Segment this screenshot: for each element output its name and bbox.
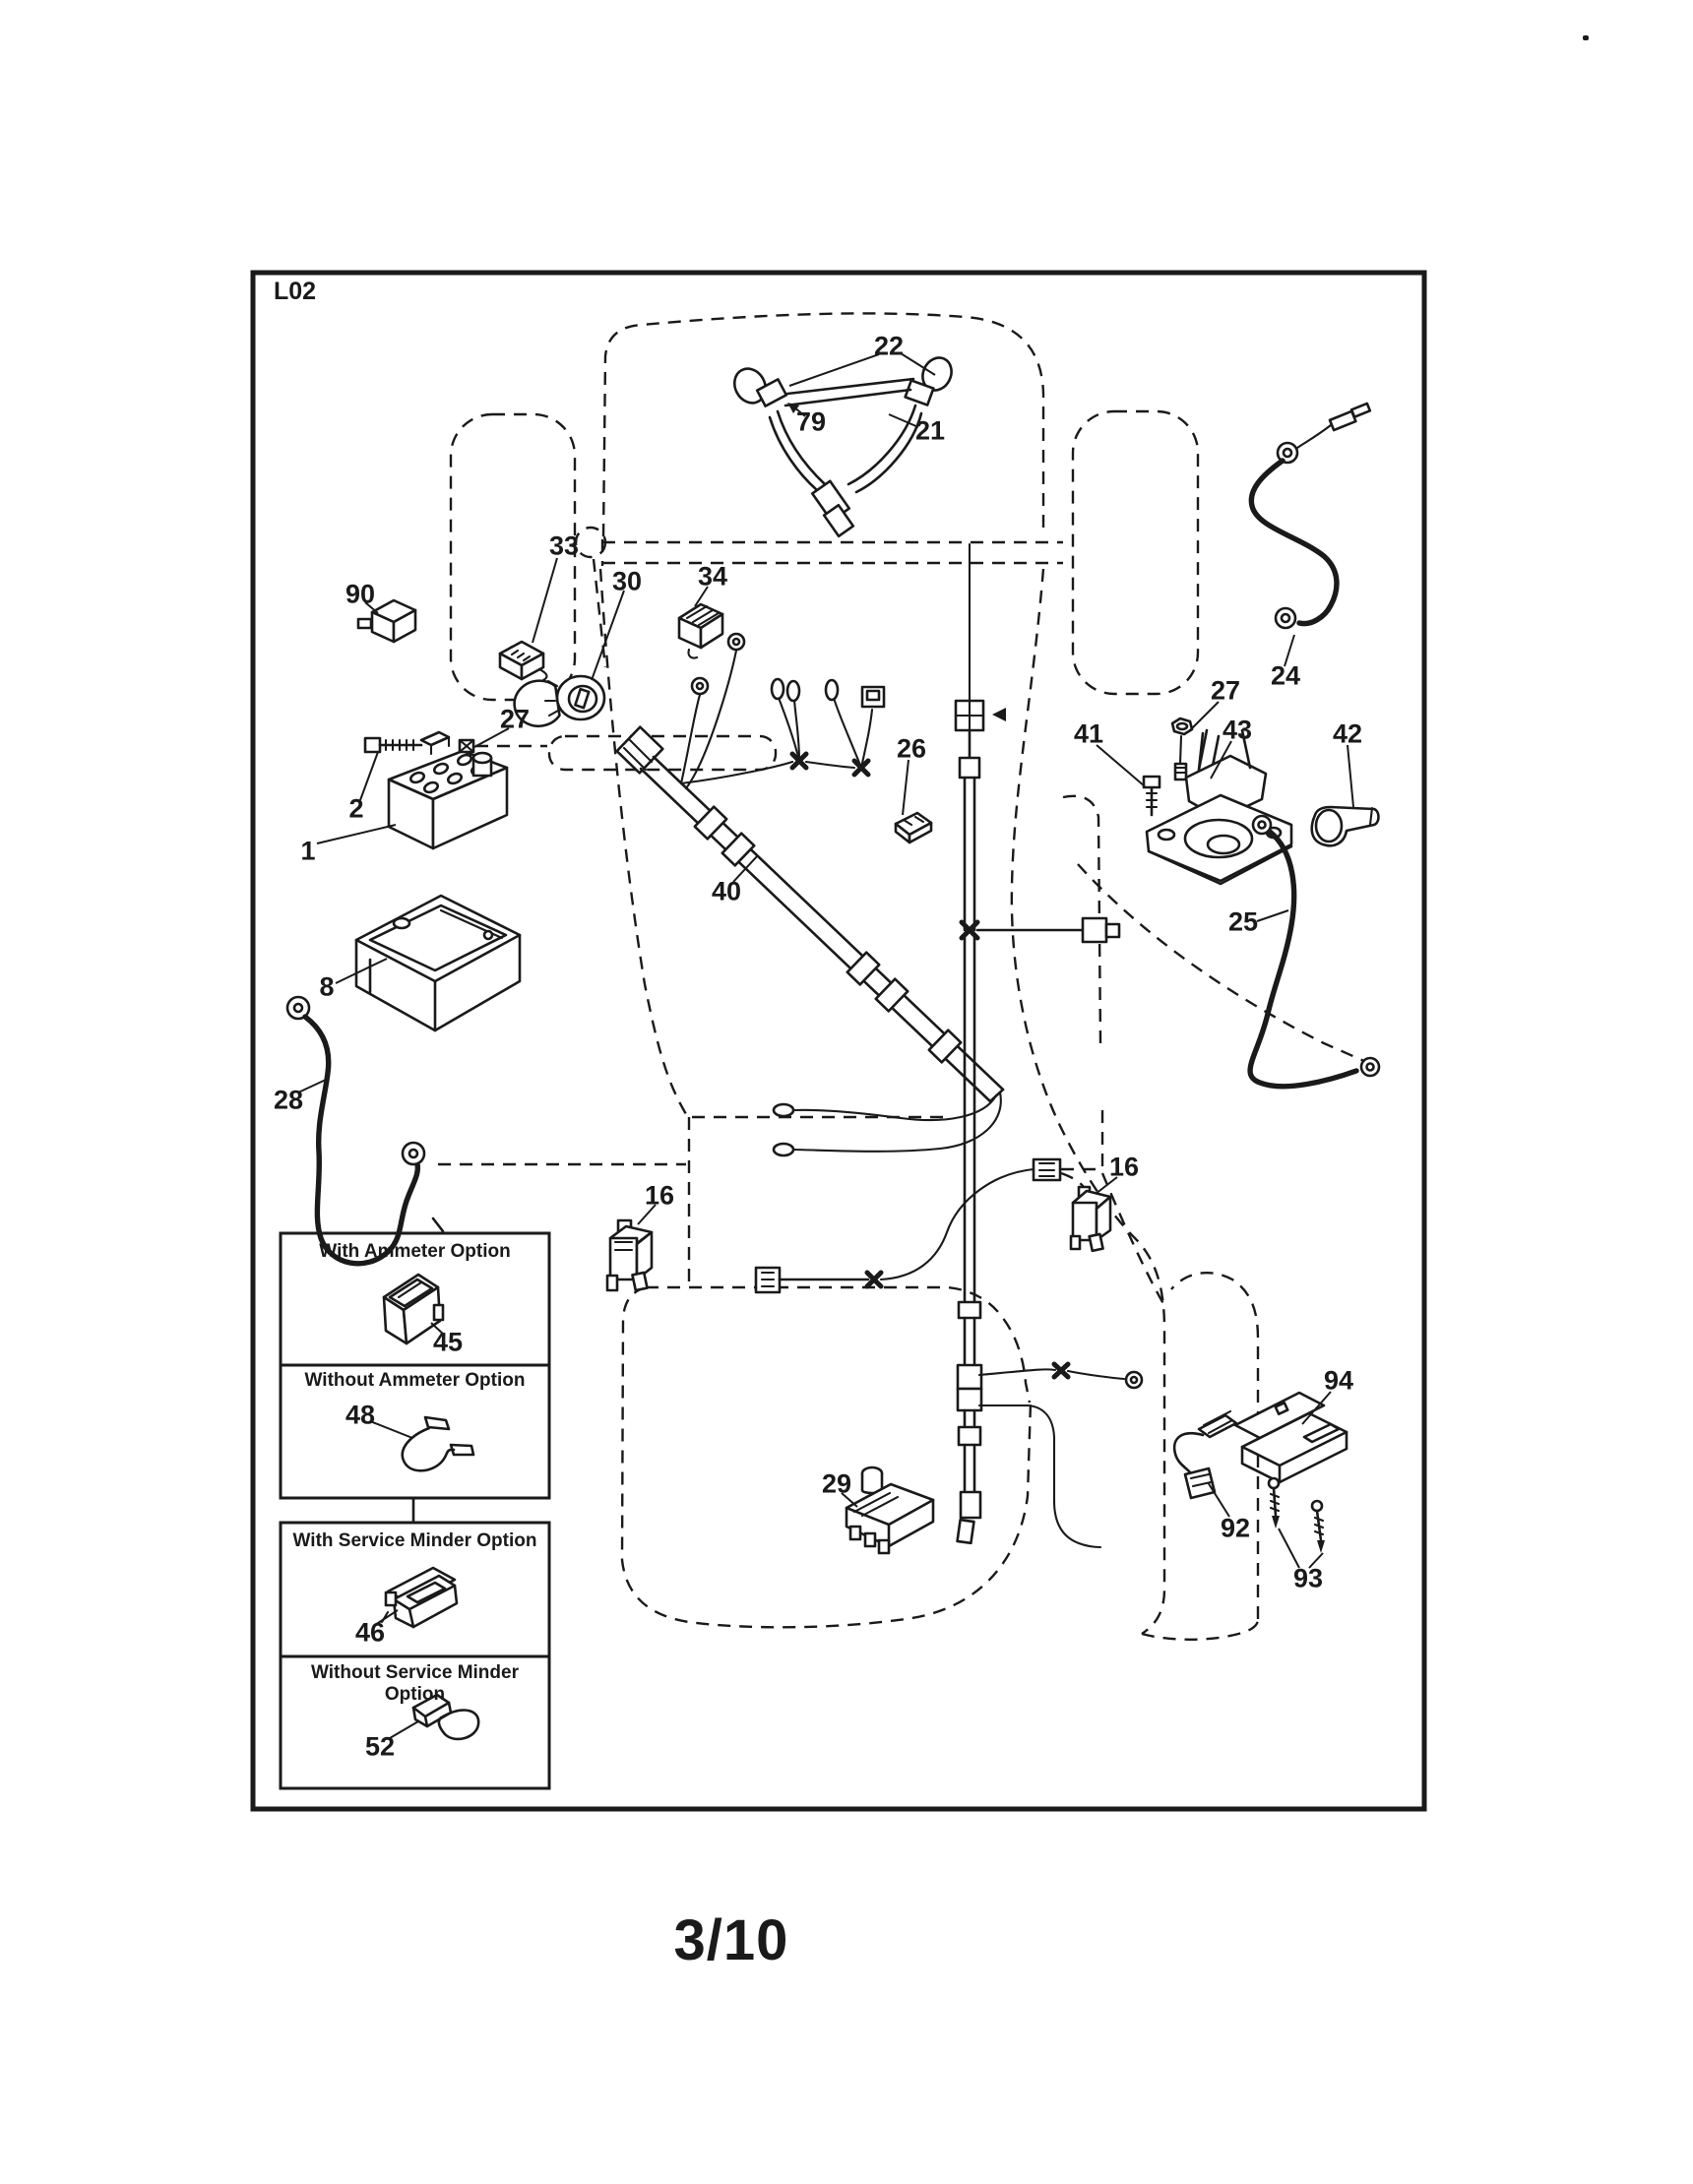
option-box-title-with-ammeter: With Ammeter Option <box>319 1241 511 1262</box>
plug-52-drawing <box>411 1693 480 1741</box>
battery-box-drawing <box>354 894 522 1032</box>
connector-90-drawing <box>356 598 417 644</box>
part-callout-43: 43 <box>1222 715 1253 745</box>
part-callout-34: 34 <box>697 561 728 592</box>
part-callout-16: 16 <box>644 1180 675 1211</box>
option-box-title-without-service-minder: Without Service Minder Option <box>311 1662 519 1705</box>
ground-cable-28-drawing <box>285 995 426 1267</box>
main-harness-40-drawing <box>615 632 1005 1157</box>
part-callout-27: 27 <box>1210 675 1241 706</box>
part-callout-30: 30 <box>611 566 643 596</box>
switch-16-right-drawing <box>754 1157 1112 1294</box>
part-callout-1: 1 <box>300 836 316 866</box>
part-callout-28: 28 <box>273 1085 304 1115</box>
part-callout-24: 24 <box>1270 660 1301 691</box>
battery-drawing <box>363 730 547 850</box>
part-callout-90: 90 <box>345 579 376 609</box>
terminal-boot-42-drawing <box>1310 805 1380 847</box>
part-callout-79: 79 <box>795 406 827 437</box>
flasher-33-drawing <box>498 640 548 682</box>
part-callout-16: 16 <box>1108 1152 1140 1182</box>
option-boxes-frame <box>279 1217 551 1790</box>
part-callout-33: 33 <box>548 530 580 561</box>
part-callout-40: 40 <box>711 876 742 906</box>
solenoid-ground-cable-25-drawing <box>1247 814 1381 1090</box>
part-callout-21: 21 <box>914 415 946 446</box>
hour-meter-kit-drawing <box>1172 1391 1348 1553</box>
figure-code-label: L02 <box>274 278 317 305</box>
center-harness-drawing <box>954 542 1144 1549</box>
ignition-switch-30-drawing <box>513 674 606 728</box>
ammeter-45-drawing <box>382 1273 445 1345</box>
part-callout-42: 42 <box>1332 718 1363 749</box>
part-callout-22: 22 <box>873 331 905 361</box>
option-box-title-without-ammeter: Without Ammeter Option <box>304 1370 526 1391</box>
part-callout-92: 92 <box>1220 1513 1251 1543</box>
option-box-title-with-service-minder: With Service Minder Option <box>292 1530 537 1551</box>
battery-cable-24-drawing <box>1248 402 1372 630</box>
part-callout-46: 46 <box>354 1617 386 1648</box>
part-callout-27: 27 <box>499 704 531 734</box>
part-callout-48: 48 <box>345 1400 376 1430</box>
part-callout-29: 29 <box>821 1468 852 1499</box>
figure-border <box>250 270 1427 1812</box>
part-callout-8: 8 <box>319 971 335 1002</box>
part-callout-94: 94 <box>1323 1365 1354 1396</box>
part-callout-25: 25 <box>1227 906 1259 937</box>
solenoid-43-drawing <box>1142 717 1293 886</box>
service-minder-46-drawing <box>380 1566 459 1629</box>
part-callout-52: 52 <box>364 1731 396 1762</box>
part-callout-2: 2 <box>348 793 364 824</box>
switch-16-left-drawing <box>605 1218 654 1292</box>
part-callout-45: 45 <box>432 1327 464 1357</box>
callout-leader-lines <box>297 352 1354 1739</box>
seat-switch-29-drawing <box>845 1466 935 1555</box>
jumper-wire-48-drawing <box>401 1415 475 1472</box>
headlight-harness-drawing <box>732 356 953 538</box>
fuse-26-drawing <box>894 811 933 844</box>
part-callout-93: 93 <box>1292 1563 1324 1593</box>
body-outline-dashed <box>438 312 1374 1641</box>
part-callout-26: 26 <box>896 733 927 764</box>
stray-mark <box>1583 35 1589 40</box>
switch-34-drawing <box>677 602 724 659</box>
page-number: 3/10 <box>673 1908 789 1972</box>
part-callout-41: 41 <box>1073 718 1104 749</box>
